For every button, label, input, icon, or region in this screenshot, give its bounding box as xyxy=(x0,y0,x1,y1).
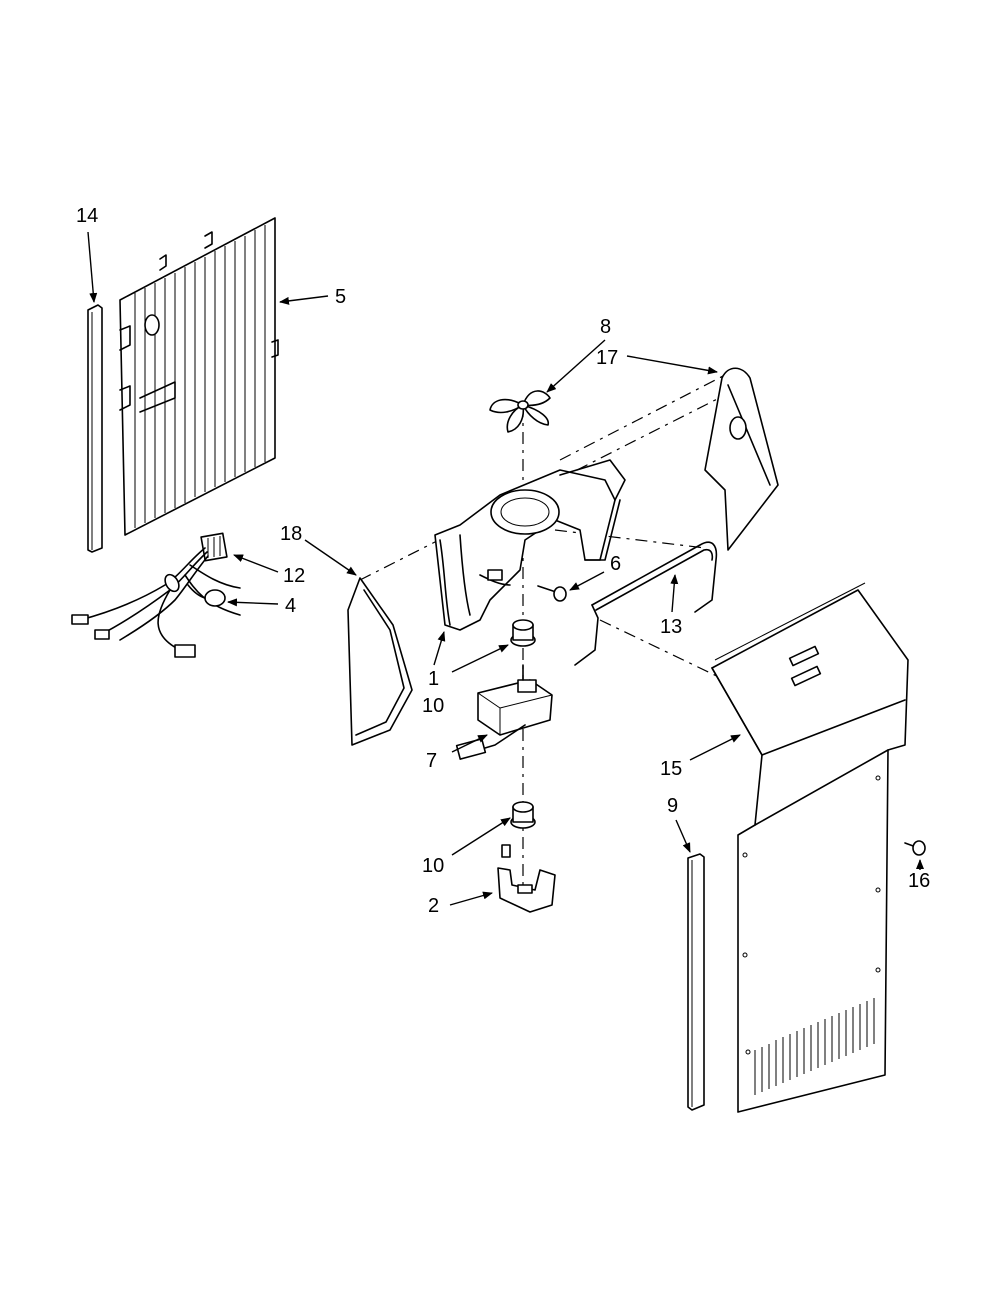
callout-4: 4 xyxy=(285,595,296,617)
part-18-side-panel xyxy=(347,577,413,746)
callout-9: 9 xyxy=(667,795,678,817)
callout-2: 2 xyxy=(428,895,439,917)
part-5-panel xyxy=(119,217,279,536)
callout-7: 7 xyxy=(426,750,437,772)
part-7-fan-motor xyxy=(455,664,553,760)
part-10-grommet-lower xyxy=(510,801,536,829)
part-13-wire-bracket xyxy=(574,541,718,666)
callout-14: 14 xyxy=(76,205,98,227)
part-4-sensor xyxy=(187,584,226,607)
part-16-screw xyxy=(904,840,926,856)
callout-labels: 14 5 8 17 18 12 4 6 13 1 10 7 15 9 10 16… xyxy=(76,205,930,917)
part-15-cover xyxy=(711,582,909,1113)
callout-12: 12 xyxy=(283,565,305,587)
callout-10-lower: 10 xyxy=(422,855,444,877)
part-1-fan-housing xyxy=(434,459,626,631)
callout-17: 17 xyxy=(596,347,618,369)
part-8-fan-blade xyxy=(489,390,551,433)
callout-8: 8 xyxy=(600,316,611,338)
part-17-side-panel xyxy=(704,367,779,551)
callout-6: 6 xyxy=(610,553,621,575)
callout-13: 13 xyxy=(660,616,682,638)
part-2-lower-bracket xyxy=(497,844,556,913)
callout-15: 15 xyxy=(660,758,682,780)
part-10-grommet-upper xyxy=(510,619,536,647)
part-14-strip xyxy=(87,304,103,553)
leader-lines xyxy=(87,231,924,906)
part-9-strip xyxy=(687,853,705,1111)
callout-10-upper: 10 xyxy=(422,695,444,717)
callout-18: 18 xyxy=(280,523,302,545)
callout-16: 16 xyxy=(908,870,930,892)
part-12-wire-harness xyxy=(71,532,241,658)
callout-5: 5 xyxy=(335,286,346,308)
callout-1: 1 xyxy=(428,668,439,690)
part-6-screw xyxy=(537,585,567,602)
